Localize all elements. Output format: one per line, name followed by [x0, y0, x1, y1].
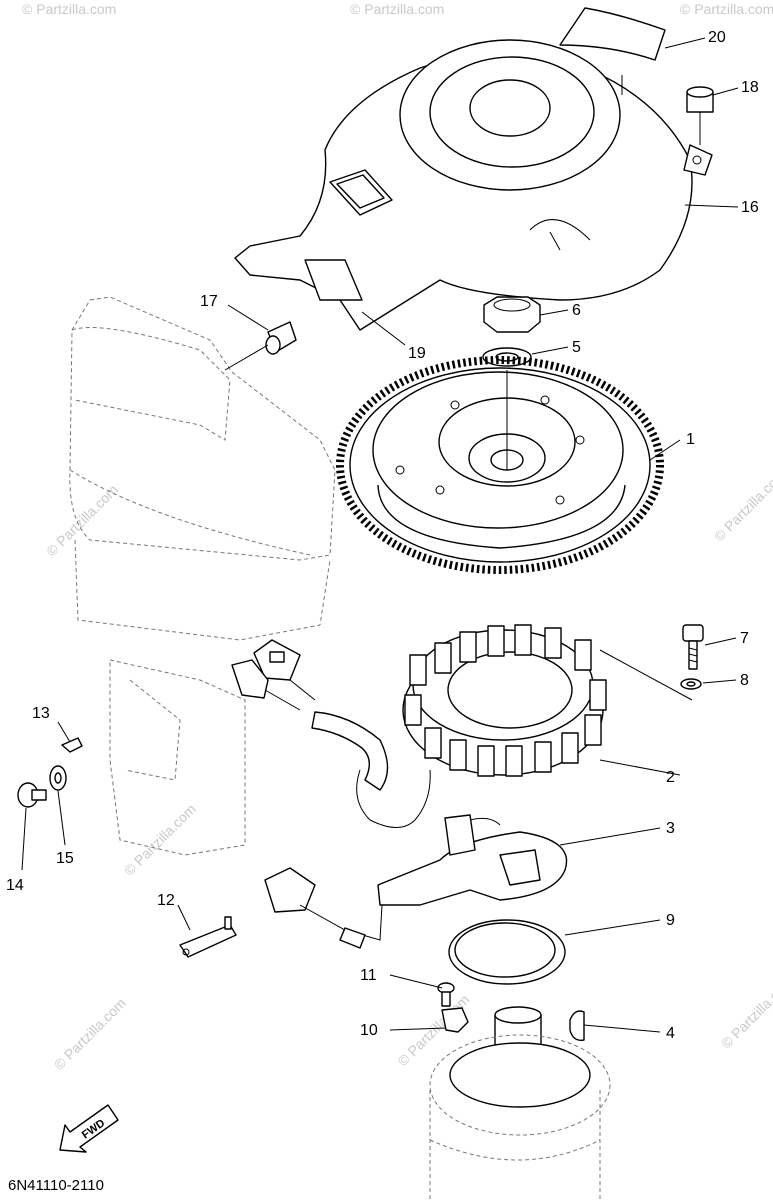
watermark-text: © Partzilla.com	[680, 1, 773, 17]
part-4-key	[569, 1010, 585, 1041]
crankshaft-base	[429, 1006, 611, 1200]
part-7-bolt	[682, 624, 704, 670]
callout-4: 4	[666, 1025, 675, 1042]
part-1-flywheel	[336, 356, 664, 574]
callout-17: 17	[200, 293, 218, 310]
part-18-grommet	[686, 86, 714, 145]
stator-harness	[231, 639, 389, 791]
part-12-plate	[179, 916, 237, 958]
watermark-text: © Partzilla.com	[22, 1, 116, 17]
part-9-ring	[448, 919, 566, 985]
fwd-arrow-icon: FWD	[59, 1104, 119, 1153]
part-6-nut	[483, 296, 541, 333]
part-15-washer	[49, 765, 67, 791]
callout-1: 1	[686, 431, 695, 448]
callout-15: 15	[56, 850, 74, 867]
callout-12: 12	[157, 892, 175, 909]
part-8-washer	[680, 678, 702, 690]
callout-10: 10	[360, 1022, 378, 1039]
callout-8: 8	[740, 672, 749, 689]
diagram-code: 6N41110-2110	[8, 1177, 104, 1194]
part-13-clip	[61, 737, 83, 753]
callout-16: 16	[741, 199, 759, 216]
callout-14: 14	[6, 877, 24, 894]
callout-2: 2	[666, 769, 675, 786]
watermark-text: © Partzilla.com	[51, 995, 129, 1073]
callout-5: 5	[572, 339, 581, 356]
callouts: 20 18 16 6 5 1 7 8 2 3 9 4 11 10 12 13 1…	[6, 29, 759, 1042]
ghost-housing	[69, 296, 336, 856]
pulser-connector	[264, 867, 383, 949]
part-11-screw	[437, 982, 455, 1007]
watermark-text: © Partzilla.com	[350, 1, 444, 17]
callout-3: 3	[666, 820, 675, 837]
part-2-stator	[356, 624, 607, 828]
watermark-text: © Partzilla.com	[121, 801, 199, 879]
callout-11: 11	[360, 967, 377, 984]
part-16-flywheel-cover	[234, 39, 713, 331]
watermark-text: © Partzilla.com	[718, 974, 773, 1052]
callout-6: 6	[572, 302, 581, 319]
callout-19: 19	[408, 345, 426, 362]
leader-lines	[21, 37, 739, 1033]
callout-13: 13	[32, 705, 50, 722]
part-10-clamp	[441, 1007, 469, 1033]
part-3-pulser-coil	[377, 814, 568, 906]
callout-18: 18	[741, 79, 759, 96]
part-5-washer	[482, 347, 532, 367]
callout-7: 7	[740, 630, 749, 647]
part-14-screw	[17, 782, 47, 808]
watermark-text: © Partzilla.com	[711, 467, 773, 545]
watermark-text: © Partzilla.com	[43, 481, 121, 559]
part-20-plate	[559, 7, 666, 61]
part-17-grommet	[265, 321, 297, 355]
callout-20: 20	[708, 29, 726, 46]
callout-9: 9	[666, 912, 675, 929]
